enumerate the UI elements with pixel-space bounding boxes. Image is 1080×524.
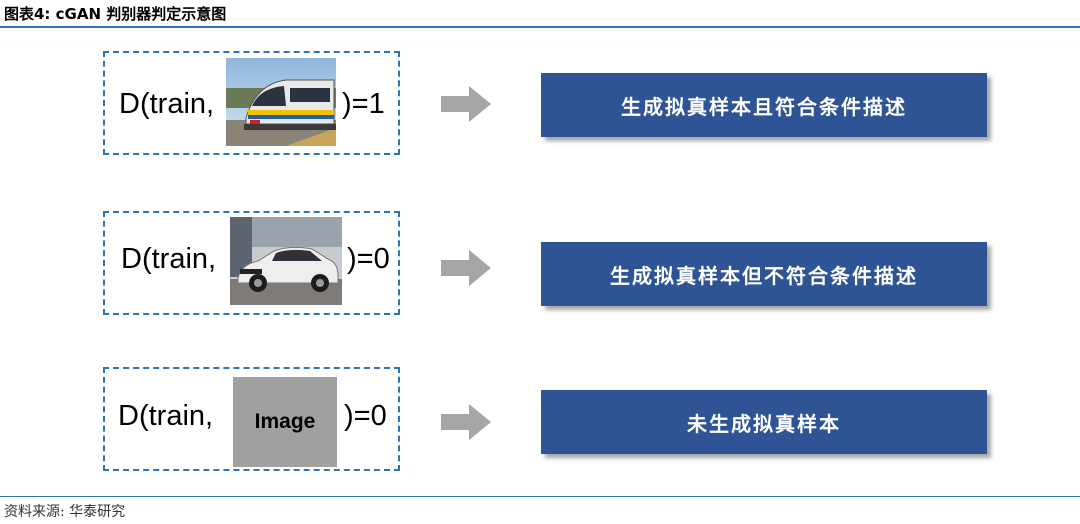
expression-suffix-2: )=0 — [347, 243, 390, 275]
expression-prefix-3: D(train, — [118, 400, 214, 432]
title-rule — [0, 26, 1080, 28]
image-placeholder-label: Image — [254, 410, 316, 433]
car-image — [230, 217, 342, 305]
image-placeholder: Image — [233, 377, 337, 467]
car-photo-icon — [230, 217, 342, 305]
expression-suffix-3: )=0 — [344, 400, 387, 432]
source-rule — [0, 496, 1080, 497]
right-arrow-icon — [441, 250, 491, 286]
train-photo-icon — [226, 58, 336, 146]
expression-suffix-1: )=1 — [342, 88, 385, 120]
discriminator-panel-2 — [103, 211, 400, 315]
source-note: 资料来源: 华泰研究 — [4, 504, 126, 520]
train-image — [226, 58, 336, 146]
expression-prefix-1: D(train, — [119, 88, 215, 120]
figure-title: 图表4: cGAN 判别器判定示意图 — [4, 5, 227, 23]
result-box-1: 生成拟真样本且符合条件描述 — [541, 73, 987, 137]
right-arrow-icon — [441, 404, 491, 440]
discriminator-panel-3 — [103, 367, 400, 471]
expression-prefix-2: D(train, — [121, 243, 217, 275]
discriminator-panel-1 — [103, 51, 400, 155]
result-box-2: 生成拟真样本但不符合条件描述 — [541, 242, 987, 306]
right-arrow-icon — [441, 86, 491, 122]
result-box-3: 未生成拟真样本 — [541, 390, 987, 454]
